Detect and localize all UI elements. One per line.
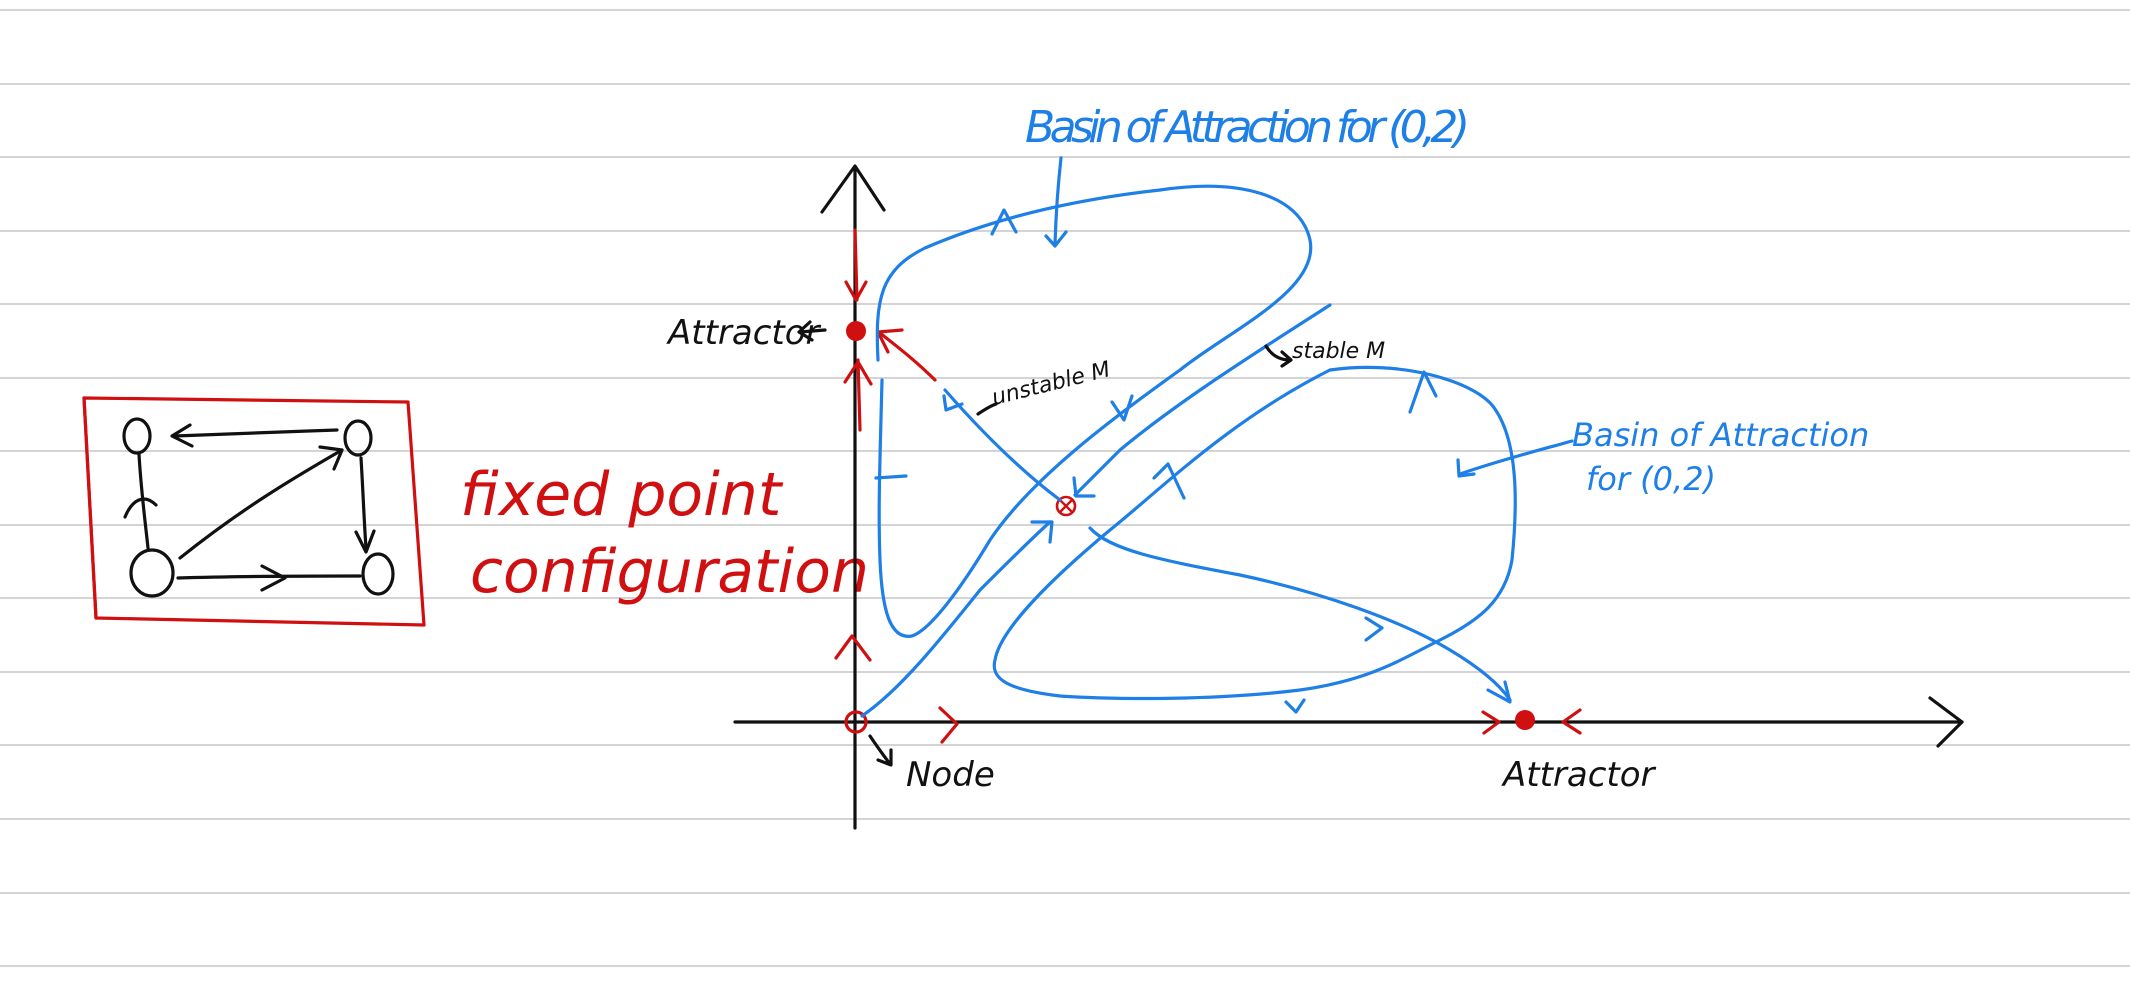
graph-edge-top xyxy=(173,428,339,438)
configuration-graph-box xyxy=(82,396,426,627)
arrow-down-icon xyxy=(1284,698,1306,714)
arrow-left-icon xyxy=(1456,458,1476,478)
arrowhead-up-right-icon xyxy=(318,445,344,471)
unstable-manifold-label: unstable M xyxy=(989,357,1113,411)
fixed-point-label-line2: configuration xyxy=(470,537,869,607)
graph-node-bottom-left xyxy=(129,548,175,598)
arrow-down-right-icon xyxy=(1486,680,1512,704)
graph-edge-right xyxy=(359,456,368,550)
arrow-up-icon xyxy=(990,208,1018,236)
arrowhead-right-icon xyxy=(260,564,287,592)
red-flow-marks xyxy=(834,228,1582,744)
arrowhead-down-icon xyxy=(354,529,376,554)
pointer-arrow-down-right-icon xyxy=(868,734,893,767)
arrow-up-icon xyxy=(843,360,873,386)
arrow-down-icon xyxy=(1044,230,1068,248)
axes xyxy=(733,164,1964,830)
attractor-label-left: Attractor xyxy=(666,313,822,353)
attractor-point-right xyxy=(1515,710,1535,730)
attractor-point-left xyxy=(846,321,866,341)
y-axis-arrow-icon xyxy=(820,164,886,214)
arrow-left-icon xyxy=(874,474,908,480)
arrow-down-icon xyxy=(844,280,868,302)
upper-basin-loop xyxy=(875,184,1313,638)
arrow-right-icon xyxy=(1481,710,1501,735)
ruled-lines xyxy=(0,9,2130,967)
fixed-point-label-line1: fixed point xyxy=(460,460,784,530)
pointer-arrow-left-icon xyxy=(797,320,827,342)
leader-line-top xyxy=(1053,156,1063,246)
graph-edge-diagonal xyxy=(178,448,344,560)
arrow-down-left-icon xyxy=(1072,476,1096,498)
graph-node-bottom-right xyxy=(361,552,395,596)
arrow-up-right-icon xyxy=(1030,520,1054,544)
arrowhead-left-icon xyxy=(170,423,194,448)
graph-node-top-right xyxy=(343,419,373,457)
stable-manifold-curve xyxy=(1073,303,1332,497)
arrow-up-left-icon xyxy=(1152,462,1186,500)
lower-basin-loop xyxy=(992,365,1517,701)
arrow-right-icon xyxy=(938,706,959,744)
attractor-label-right: Attractor xyxy=(1501,755,1657,795)
stable-manifold-lower xyxy=(860,520,1052,718)
leader-line-right xyxy=(1458,439,1574,476)
arrow-up-icon xyxy=(1408,370,1438,414)
pointer-arrow-unstable-icon xyxy=(976,402,998,416)
arrow-down-left-icon xyxy=(1110,394,1134,422)
configuration-graph xyxy=(122,417,395,598)
basin-label-top: Basin of Attraction for (0,2) xyxy=(1025,102,1470,153)
pointer-arrow-stable-icon xyxy=(1264,344,1293,368)
basin-label-right-line2: for (0,2) xyxy=(1586,460,1716,498)
arrow-up-icon xyxy=(834,634,872,662)
arrow-up-left-icon xyxy=(942,394,964,412)
node-point xyxy=(844,710,868,734)
graph-node-top-left xyxy=(122,417,152,455)
unstable-manifold-curve xyxy=(943,388,1512,702)
blue-trajectories xyxy=(860,156,1574,718)
basin-label-right-line1: Basin of Attraction xyxy=(1572,416,1869,454)
arrow-left-icon xyxy=(1561,708,1582,735)
arrowhead-up-icon xyxy=(123,497,158,519)
graph-edge-left xyxy=(137,452,150,550)
stable-manifold-label: stable M xyxy=(1292,339,1385,364)
x-axis-arrow-icon xyxy=(1928,696,1964,748)
saddle-point xyxy=(1055,495,1077,517)
node-label: Node xyxy=(906,755,995,795)
graph-edge-bottom xyxy=(176,574,362,580)
arrow-down-right-icon xyxy=(1364,616,1384,642)
